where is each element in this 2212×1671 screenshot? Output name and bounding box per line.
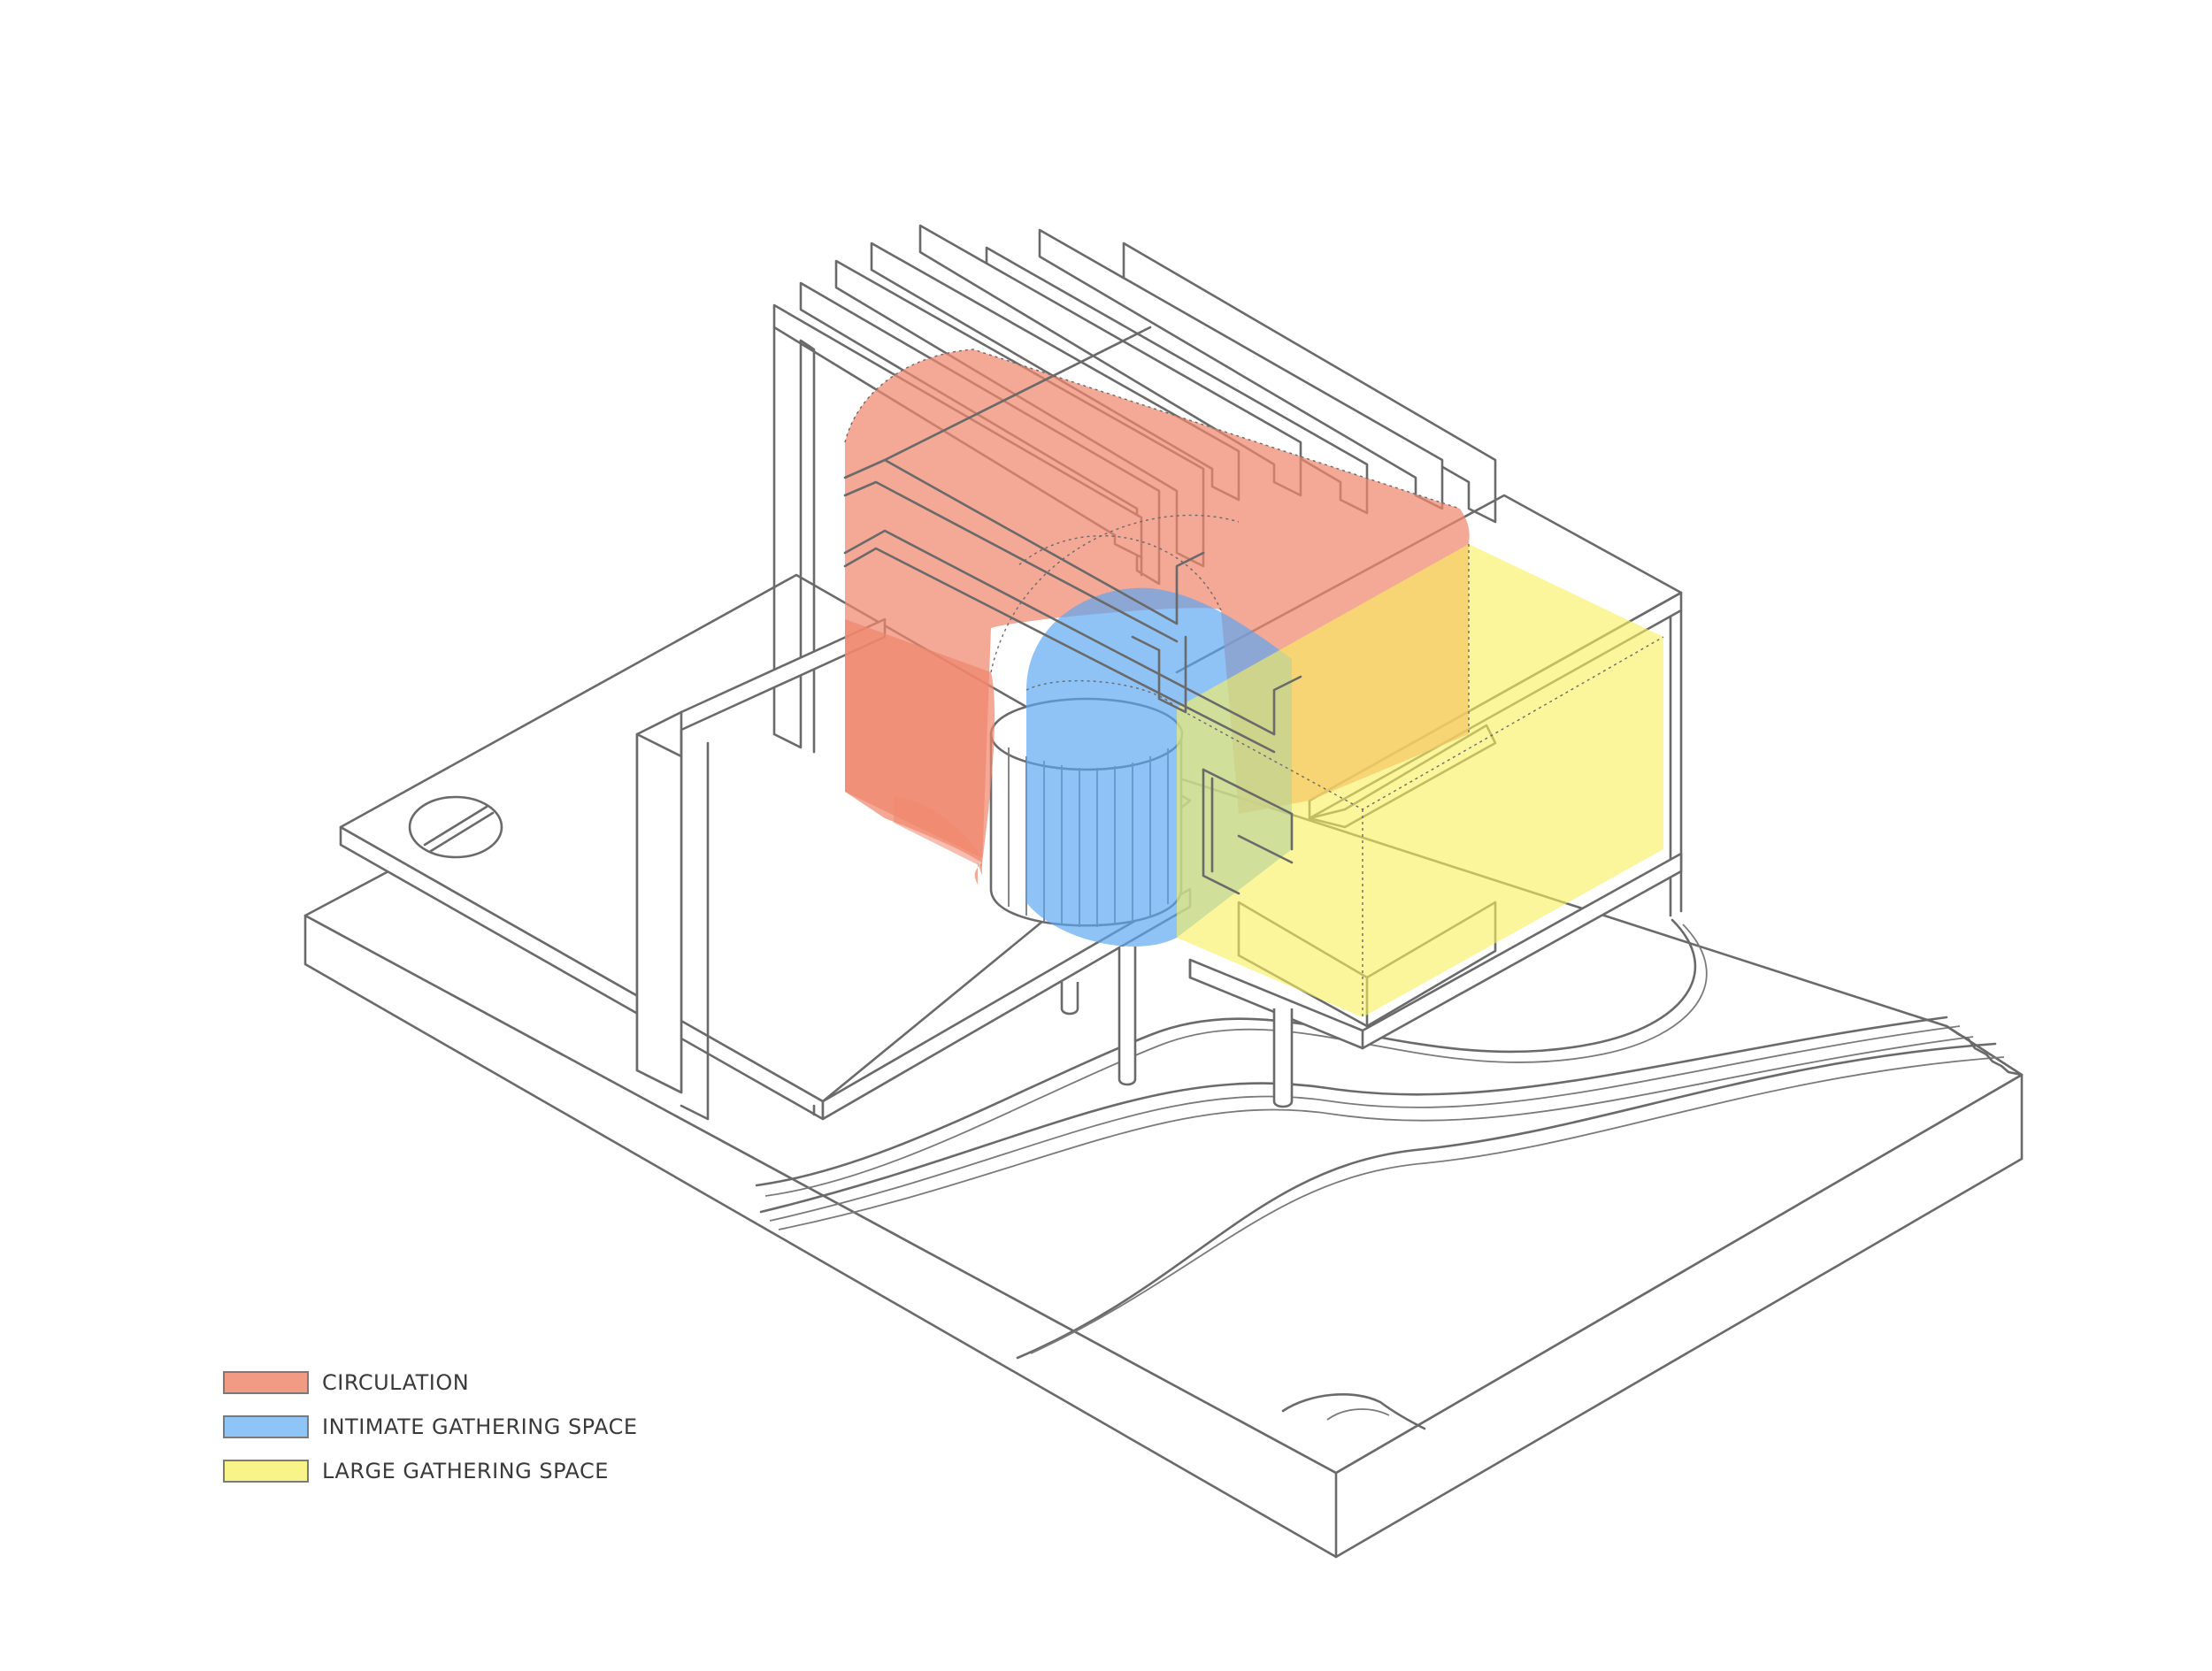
legend-label: CIRCULATION xyxy=(322,1370,470,1395)
zone-overlay-lines xyxy=(843,326,1302,895)
columns xyxy=(812,947,1294,1116)
legend-swatch xyxy=(223,1460,309,1483)
large-zone xyxy=(1176,544,1664,1017)
legend-item-intimate: INTIMATE GATHERING SPACE xyxy=(223,1405,638,1449)
legend-label: INTIMATE GATHERING SPACE xyxy=(322,1414,638,1439)
legend-swatch xyxy=(223,1371,309,1394)
legend-item-circulation: CIRCULATION xyxy=(223,1361,638,1405)
legend: CIRCULATION INTIMATE GATHERING SPACE LAR… xyxy=(223,1361,638,1493)
front-wall xyxy=(635,617,887,1121)
legend-label: LARGE GATHERING SPACE xyxy=(322,1459,609,1483)
legend-item-large: LARGE GATHERING SPACE xyxy=(223,1449,638,1493)
legend-swatch xyxy=(223,1415,309,1438)
